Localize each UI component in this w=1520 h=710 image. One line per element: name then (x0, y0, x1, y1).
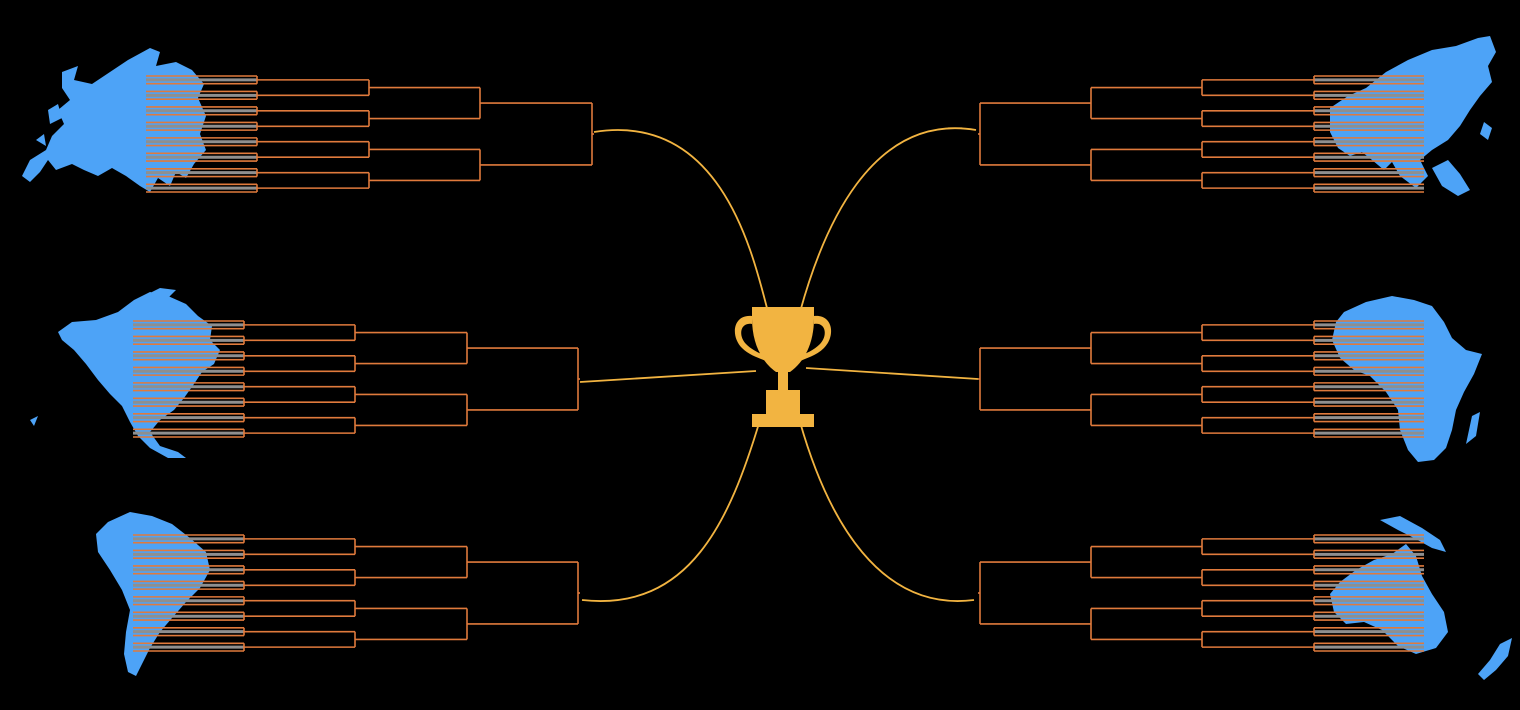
bracket-lines (133, 75, 1424, 652)
europe-map-icon (22, 48, 206, 192)
africa-map-icon (1332, 296, 1482, 462)
connector-south-america (581, 419, 761, 602)
trophy-icon (734, 307, 832, 427)
connector-africa (805, 367, 979, 380)
connector-asia (799, 127, 977, 313)
connector-oceania (799, 421, 975, 602)
north-america-map-icon (30, 288, 220, 458)
connector-europe (593, 129, 769, 313)
connector-north-america (579, 370, 757, 383)
oceania-map-icon (1330, 516, 1512, 680)
connector-curves (579, 127, 979, 602)
